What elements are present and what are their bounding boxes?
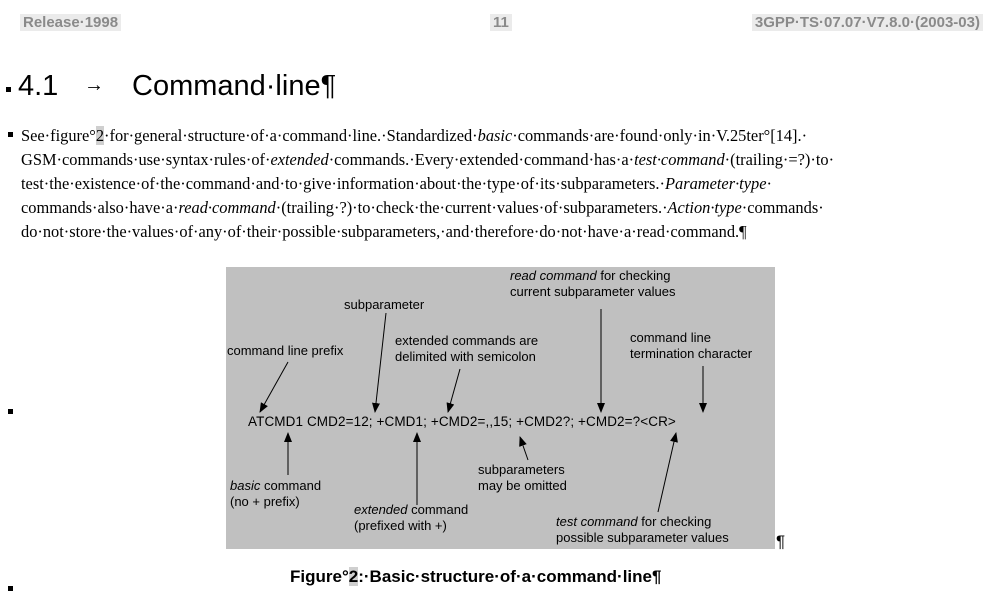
header-release: Release·1998 — [20, 14, 122, 31]
label-prefix: command line prefix — [227, 343, 344, 358]
section-heading: 4.1 → Command·line¶ — [18, 70, 336, 103]
arrow-subparameter — [372, 312, 387, 413]
paragraph-line-2: GSM·commands·use·syntax·rules·of·extende… — [21, 150, 835, 169]
command-line-figure: command line prefix subparameter extende… — [226, 267, 775, 549]
paragraph-line-1: See·figure°2·for·general·structure·of·a·… — [21, 126, 808, 145]
section-number: 4.1 — [18, 70, 59, 102]
figure-reference[interactable]: 2 — [95, 126, 105, 145]
body-paragraph-mark — [8, 132, 13, 137]
arrow-semicolon — [446, 368, 461, 413]
body-paragraph: See·figure°2·for·general·structure·of·a·… — [21, 124, 987, 244]
figure-paragraph-mark — [8, 409, 13, 414]
figure-arrows — [259, 309, 707, 513]
figure-command-line: ATCMD1 CMD2=12; +CMD1; +CMD2=,,15; +CMD2… — [248, 414, 676, 429]
label-basic-command: basic command(no + prefix) — [230, 478, 322, 509]
heading-paragraph-mark — [6, 87, 11, 92]
paragraph-line-3: test·the·existence·of·the·command·and·to… — [21, 174, 772, 193]
arrow-test-command — [657, 432, 678, 513]
figure-pilcrow: ¶ — [776, 532, 786, 551]
section-title: Command·line¶ — [132, 70, 337, 102]
tab-arrow-icon: → — [84, 74, 104, 96]
label-extended-command: extended command(prefixed with +) — [354, 502, 469, 533]
paragraph-line-4: commands·also·have·a·read·command·(trail… — [21, 198, 824, 217]
caption-paragraph-mark — [8, 586, 13, 591]
header-spec: 3GPP·TS·07.07·V7.8.0·(2003-03) — [751, 14, 983, 31]
header-page-number: 11 — [490, 14, 512, 31]
arrow-prefix — [259, 361, 289, 413]
figure-caption: Figure°2:·Basic·structure·of·a·command·l… — [290, 567, 662, 586]
caption-figure-number[interactable]: 2 — [348, 567, 359, 586]
label-subparameter: subparameter — [344, 297, 425, 312]
arrow-omitted — [519, 436, 529, 461]
paragraph-line-5: do·not·store·the·values·of·any·of·their·… — [21, 222, 747, 241]
